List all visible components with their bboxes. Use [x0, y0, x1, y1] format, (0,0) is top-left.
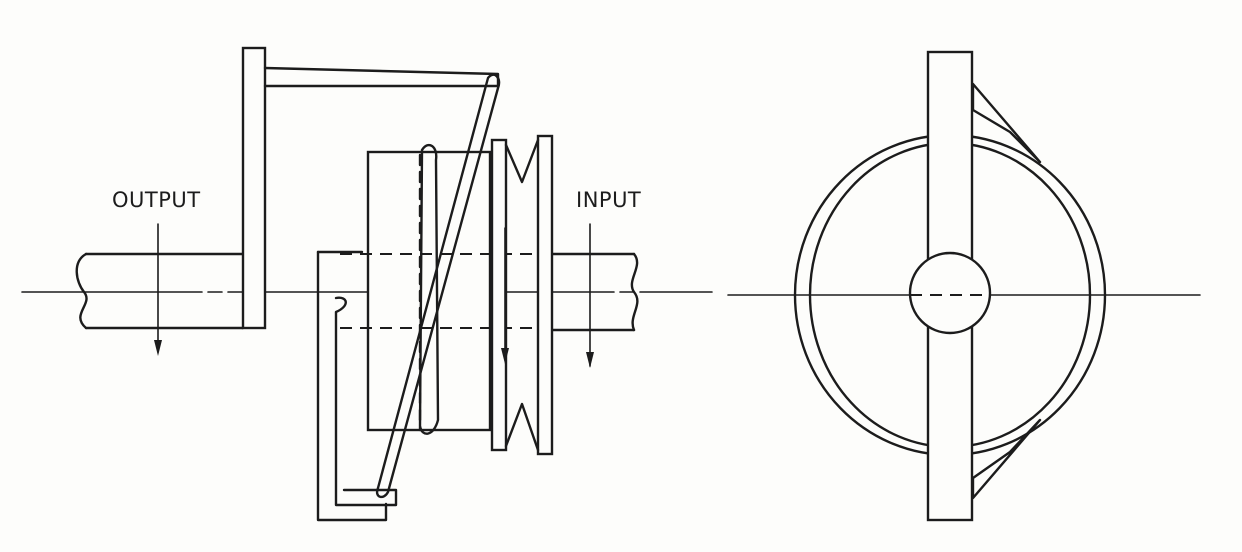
end-view-hub	[908, 251, 992, 335]
connecting-rod	[375, 73, 501, 499]
pulley-arrow	[501, 227, 509, 364]
end-view-upper-bracket	[971, 82, 1042, 164]
end-view-lower-bracket	[971, 418, 1042, 500]
swash-plate	[418, 143, 440, 435]
input-housing-outer	[316, 250, 388, 522]
input-label: INPUT	[576, 188, 642, 212]
output-top-arm	[263, 66, 500, 88]
v-pulley	[490, 134, 554, 456]
swash-drum	[366, 150, 492, 432]
output-crank-plate	[241, 46, 267, 330]
output-label: OUTPUT	[112, 188, 201, 212]
output-arrow	[154, 223, 162, 356]
input-housing-inner	[334, 296, 398, 507]
input-arrow	[586, 223, 594, 368]
output-shaft	[75, 252, 245, 330]
